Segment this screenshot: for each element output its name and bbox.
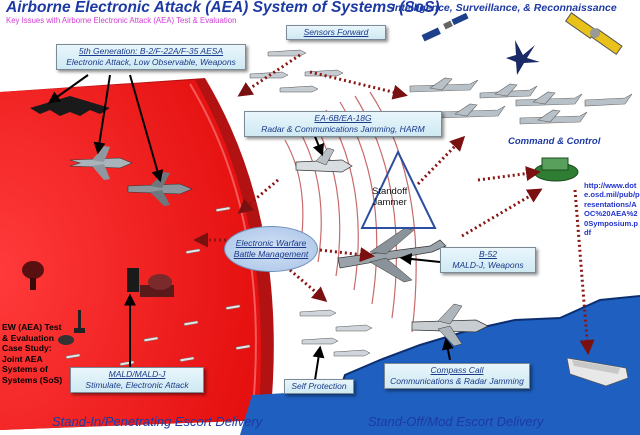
self-protection-title: Self Protection <box>291 381 347 391</box>
b2-bomber-icon <box>30 96 110 116</box>
compass-call-box: Compass Call Communications & Radar Jamm… <box>384 363 530 389</box>
fifth-gen-title: 5th Generation: B-2/F-22A/F-35 AESA <box>78 46 224 56</box>
sam-launcher-icon <box>127 268 174 297</box>
ea6b-box: EA-6B/EA-18G Radar & Communications Jamm… <box>244 111 442 137</box>
ew-battle-management-node: Electronic Warfare Battle Management <box>224 226 318 272</box>
stand-off-label: Stand-Off/Mod Escort Delivery <box>368 414 544 429</box>
standoff-jammer-line1: Standoff <box>372 186 408 197</box>
fifth-gen-desc: Electronic Attack, Low Observable, Weapo… <box>66 57 236 67</box>
mald-title: MALD/MALD-J <box>108 369 166 379</box>
case-study-label: EW (AEA) Test & Evaluation Case Study: J… <box>2 322 63 385</box>
radar-dish-icon-2 <box>58 335 74 345</box>
isr-aircraft <box>409 77 633 125</box>
sensors-forward-box: Sensors Forward <box>286 25 386 40</box>
standoff-jammer-line2: Jammer <box>372 197 407 208</box>
satellite-icon <box>421 12 469 42</box>
sensors-forward-title: Sensors Forward <box>303 27 369 37</box>
standoff-jammer-label: Standoff Jammer <box>372 186 407 208</box>
b52-box: B-52 MALD-J, Weapons <box>440 247 536 273</box>
mald-desc: Stimulate, Electronic Attack <box>85 380 189 390</box>
f35-icon <box>127 172 193 206</box>
aircraft-isr-dark <box>506 40 540 75</box>
aircraft-carrier-icon <box>566 357 629 387</box>
command-control-label: Command & Control <box>508 136 601 147</box>
ew-bm-line1: Electronic Warfare <box>235 238 307 248</box>
standoff-jammer-triangle <box>360 149 437 229</box>
compass-call-desc: Communications & Radar Jamming <box>390 376 524 386</box>
self-protection-box: Self Protection <box>284 379 354 394</box>
b52-aircraft-icon <box>337 227 447 283</box>
b52-title: B-52 <box>479 249 497 259</box>
compass-call-aircraft-icon <box>411 303 489 347</box>
ea6b-aircraft-icon <box>295 147 353 173</box>
fifth-gen-box: 5th Generation: B-2/F-22A/F-35 AESA Elec… <box>56 44 246 70</box>
f22-icon <box>69 146 133 180</box>
page-subtitle: Key Issues with Airborne Electronic Atta… <box>6 16 237 25</box>
dotted-links <box>193 53 595 355</box>
mald-box: MALD/MALD-J Stimulate, Electronic Attack <box>70 367 204 393</box>
satellite-icon-2 <box>564 12 623 55</box>
command-control-node-icon <box>533 157 579 182</box>
isr-label: Intelligence, Surveillance, & Reconnaiss… <box>392 2 617 14</box>
compass-call-title: Compass Call <box>430 365 484 375</box>
tower-icon <box>74 310 85 333</box>
radar-dish-icon <box>22 261 44 290</box>
ea6b-title: EA-6B/EA-18G <box>314 113 372 123</box>
escort-fighters <box>299 309 373 357</box>
ew-bm-line2: Battle Management <box>233 249 309 259</box>
b52-desc: MALD-J, Weapons <box>452 260 524 270</box>
fighter-aircraft <box>249 49 344 93</box>
page-title: Airborne Electronic Attack (AEA) System … <box>6 0 440 16</box>
ea6b-desc: Radar & Communications Jamming, HARM <box>261 124 425 134</box>
stand-in-label: Stand-In/Penetrating Escort Delivery <box>52 414 263 429</box>
reference-url[interactable]: http://www.dote.osd.mil/pub/presentation… <box>584 181 640 238</box>
